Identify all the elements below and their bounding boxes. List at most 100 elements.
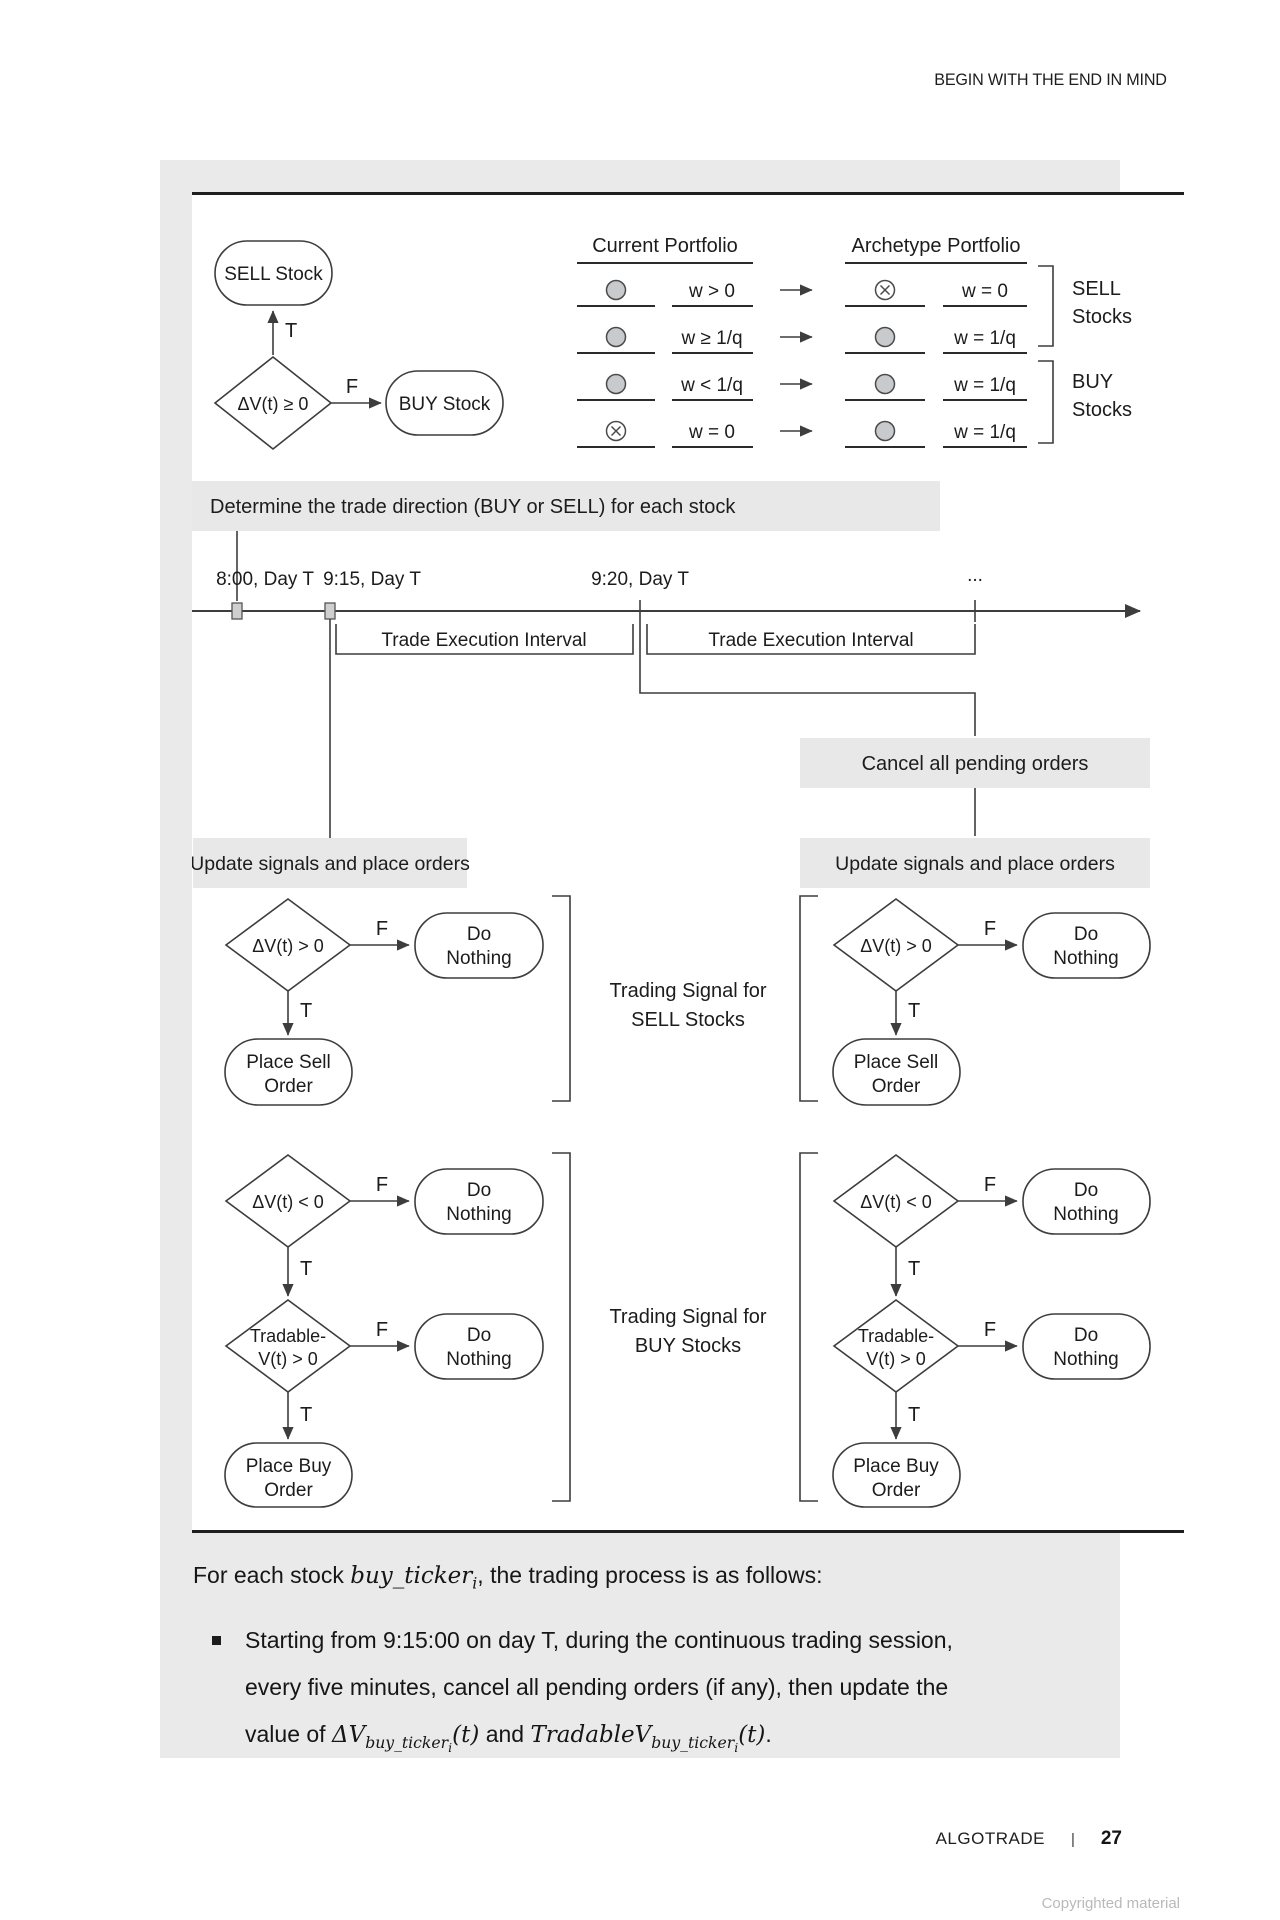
- footer-separator: |: [1070, 1831, 1075, 1848]
- running-header: BEGIN WITH THE END IN MIND: [934, 70, 1167, 89]
- determine-direction-box: [192, 481, 940, 531]
- do-nothing-node: [1022, 1168, 1151, 1235]
- buy-group-label: Stocks: [1072, 399, 1132, 421]
- do-nothing-label: Do: [467, 1180, 491, 1201]
- bullet-item: Starting from 9:15:00 on day T, during t…: [245, 1617, 953, 1771]
- decision-label: Tradable-: [858, 1326, 934, 1346]
- timeline-marker-800: [231, 602, 243, 620]
- buy-signal-caption: BUY Stocks: [635, 1335, 741, 1357]
- intro-math-term: buy_tickeri: [350, 1563, 478, 1593]
- false-label: F: [376, 1174, 388, 1196]
- do-nothing-node: [1022, 1313, 1151, 1380]
- do-nothing-label: Nothing: [1053, 1204, 1119, 1225]
- current-portfolio-header: Current Portfolio: [592, 235, 738, 257]
- trading-process-diagram: SELL Stock T ΔV(t) ≥ 0 F BUY Stock Curre…: [192, 235, 1151, 1508]
- do-nothing-label: Do: [1074, 1180, 1098, 1201]
- sell-signal-caption: SELL Stocks: [631, 1009, 745, 1031]
- do-nothing-label: Nothing: [1053, 948, 1119, 969]
- false-label: F: [346, 376, 358, 398]
- buy-signal-bracket-left-chart: [552, 1152, 571, 1502]
- false-label: F: [376, 918, 388, 940]
- interval-label: Trade Execution Interval: [381, 630, 586, 651]
- true-label: T: [908, 1404, 920, 1426]
- holding-circle-icon: [605, 279, 627, 301]
- sell-signal-bracket-right-chart: [799, 895, 818, 1102]
- figure-panel: SELL Stock T ΔV(t) ≥ 0 F BUY Stock Curre…: [192, 192, 1184, 1533]
- current-weight: w > 0: [688, 281, 735, 302]
- false-label: F: [984, 1174, 996, 1196]
- decision-label: ΔV(t) > 0: [252, 936, 324, 956]
- place-sell-label: Order: [872, 1076, 921, 1097]
- crossed-circle-icon: [879, 284, 891, 296]
- do-nothing-label: Nothing: [446, 1349, 512, 1370]
- place-sell-order-node: [224, 1038, 353, 1106]
- do-nothing-node: [414, 912, 544, 979]
- interval-label: Trade Execution Interval: [708, 630, 913, 651]
- sell-stock-node: [214, 240, 333, 306]
- true-label: T: [285, 320, 297, 342]
- do-nothing-label: Do: [1074, 1325, 1098, 1346]
- current-weight: w = 0: [688, 422, 735, 443]
- bullet-line: value of ΔVbuy_tickeri(t) and TradableVb…: [245, 1721, 772, 1755]
- sell-stock-label: SELL Stock: [224, 264, 323, 285]
- do-nothing-label: Do: [1074, 924, 1098, 945]
- copyright-notice: Copyrighted material: [1041, 1895, 1180, 1912]
- interval-bracket: [335, 624, 634, 655]
- holding-circle-icon: [874, 373, 896, 395]
- timeline-label: 9:15, Day T: [323, 569, 421, 590]
- timeline-label: 9:20, Day T: [591, 569, 689, 590]
- decision-label: ΔV(t) < 0: [252, 1192, 324, 1212]
- update-signals-label: Update signals and place orders: [835, 853, 1115, 875]
- true-label: T: [908, 1000, 920, 1022]
- buy-stock-label: BUY Stock: [399, 394, 491, 415]
- page-number: 27: [1100, 1828, 1122, 1849]
- archetype-weight: w = 1/q: [953, 328, 1016, 349]
- place-buy-label: Place Buy: [246, 1456, 332, 1477]
- current-weight: w < 1/q: [680, 375, 743, 396]
- bullet-line: Starting from 9:15:00 on day T, during t…: [245, 1627, 953, 1653]
- sell-group-label: SELL: [1072, 278, 1121, 300]
- true-label: T: [300, 1404, 312, 1426]
- archetype-weight: w = 1/q: [953, 422, 1016, 443]
- do-nothing-label: Nothing: [446, 1204, 512, 1225]
- decision-tradable: [224, 1299, 352, 1393]
- false-label: F: [984, 918, 996, 940]
- place-sell-order-node: [832, 1038, 961, 1106]
- holding-circle-icon: [605, 326, 627, 348]
- timeline-label: ...: [967, 565, 983, 586]
- do-nothing-label: Do: [467, 1325, 491, 1346]
- update-signals-label: Update signals and place orders: [192, 853, 470, 875]
- intro-text: , the trading process is as follows:: [477, 1562, 823, 1588]
- bullet-icon: [212, 1636, 221, 1645]
- holding-circle-icon: [874, 326, 896, 348]
- place-buy-label: Order: [872, 1480, 921, 1501]
- page-footer: ALGOTRADE | 27: [936, 1828, 1122, 1850]
- do-nothing-node: [414, 1168, 544, 1235]
- update-signals-box-left: [193, 838, 467, 888]
- cancel-orders-box: [800, 738, 1150, 788]
- place-buy-order-node: [832, 1442, 961, 1508]
- place-sell-label: Place Sell: [246, 1052, 331, 1073]
- cancel-orders-label: Cancel all pending orders: [862, 753, 1089, 775]
- true-label: T: [908, 1258, 920, 1280]
- place-buy-order-node: [224, 1442, 353, 1508]
- place-buy-label: Order: [264, 1480, 313, 1501]
- decision-diamond-dv-ge-0: [213, 355, 333, 451]
- elbow-connector: [639, 622, 976, 736]
- archetype-weight: w = 0: [961, 281, 1008, 302]
- true-label: T: [300, 1000, 312, 1022]
- decision-tradable: [832, 1299, 960, 1393]
- decision-label: V(t) > 0: [866, 1349, 926, 1369]
- decision-label: ΔV(t) < 0: [860, 1192, 932, 1212]
- current-weight: w ≥ 1/q: [680, 328, 742, 349]
- buy-signal-caption: Trading Signal for: [609, 1306, 766, 1328]
- bullet-line: every five minutes, cancel all pending o…: [245, 1674, 949, 1700]
- footer-brand: ALGOTRADE: [935, 1829, 1045, 1848]
- true-label: T: [300, 1258, 312, 1280]
- timeline-label: 8:00, Day T: [216, 569, 314, 590]
- false-label: F: [376, 1319, 388, 1341]
- do-nothing-label: Nothing: [1053, 1349, 1119, 1370]
- do-nothing-node: [414, 1313, 544, 1380]
- decision-label: Tradable-: [250, 1326, 326, 1346]
